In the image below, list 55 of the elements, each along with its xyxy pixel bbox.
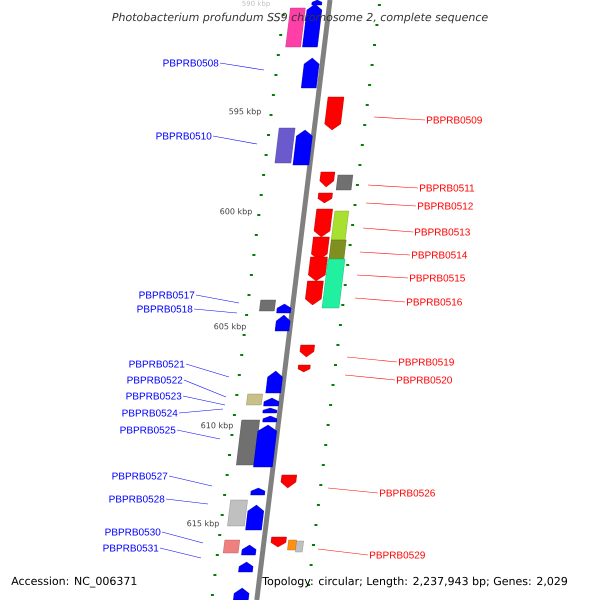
gene-label: PBPRB0522 xyxy=(127,376,182,384)
gene-label: PBPRB0519 xyxy=(399,358,454,366)
leader-line xyxy=(212,136,258,144)
leader-line xyxy=(176,430,220,440)
gene-label: PBPRB0513 xyxy=(415,228,470,236)
gene-label: PBPRB0524 xyxy=(122,409,178,417)
leader-line xyxy=(354,298,406,302)
scale-label: 605 kbp xyxy=(214,323,246,331)
gene-label: PBPRB0523 xyxy=(126,392,182,400)
leader-line xyxy=(168,476,212,486)
leader-line xyxy=(178,408,224,414)
leader-line xyxy=(186,364,230,378)
leader-line xyxy=(360,252,410,256)
scale-label: 615 kbp xyxy=(187,520,219,528)
gene-label: PBPRB0525 xyxy=(120,426,176,434)
leader-line xyxy=(194,308,238,314)
gene-label: PBPRB0516 xyxy=(407,298,462,306)
gene-label: PBPRB0509 xyxy=(427,116,482,124)
gene-label: PBPRB0508 xyxy=(163,59,218,67)
scale-label: 600 kbp xyxy=(220,208,252,216)
gene-label: PBPRB0526 xyxy=(380,489,435,497)
gene-label: PBPRB0531 xyxy=(103,544,158,552)
leader-line xyxy=(366,202,416,206)
gene-label: PBPRB0514 xyxy=(412,251,468,259)
leader-line xyxy=(328,488,378,494)
info-text: Accession: NC_006371 xyxy=(11,576,136,588)
gene-label: PBPRB0520 xyxy=(397,376,452,384)
scale-label: 610 kbp xyxy=(201,422,233,430)
leader-line xyxy=(220,62,264,70)
scale-label: 595 kbp xyxy=(229,108,261,116)
gene-label: PBPRB0518 xyxy=(137,305,192,313)
leader-line xyxy=(162,532,204,544)
leader-line xyxy=(182,396,226,406)
gene-label: PBPRB0511 xyxy=(420,184,474,192)
leader-line xyxy=(356,274,408,278)
leader-line xyxy=(166,498,208,504)
leader-line xyxy=(368,184,418,188)
gene-label: PBPRB0512 xyxy=(418,202,473,210)
gene-label: PBPRB0529 xyxy=(370,551,425,559)
leader-line xyxy=(374,116,426,120)
gene-label: PBPRB0530 xyxy=(105,528,160,536)
gene-label: PBPRB0528 xyxy=(109,495,164,503)
gene-label: PBPRB0515 xyxy=(410,274,465,282)
leader-line xyxy=(344,374,396,380)
leader-line xyxy=(184,380,226,398)
gene-label: PBPRB0510 xyxy=(156,132,212,140)
gene-label: PBPRB0517 xyxy=(139,291,194,299)
leader-line xyxy=(346,356,398,362)
gene-label: PBPRB0521 xyxy=(129,360,184,368)
gene-label: PBPRB0527 xyxy=(112,472,168,480)
leader-line xyxy=(196,294,240,304)
info-text: Topology: circular; Length: 2,237,943 bp; Genes: 2,029 xyxy=(262,576,568,588)
leader-line xyxy=(318,548,368,556)
leader-line xyxy=(160,548,202,558)
leader-line xyxy=(362,228,414,232)
